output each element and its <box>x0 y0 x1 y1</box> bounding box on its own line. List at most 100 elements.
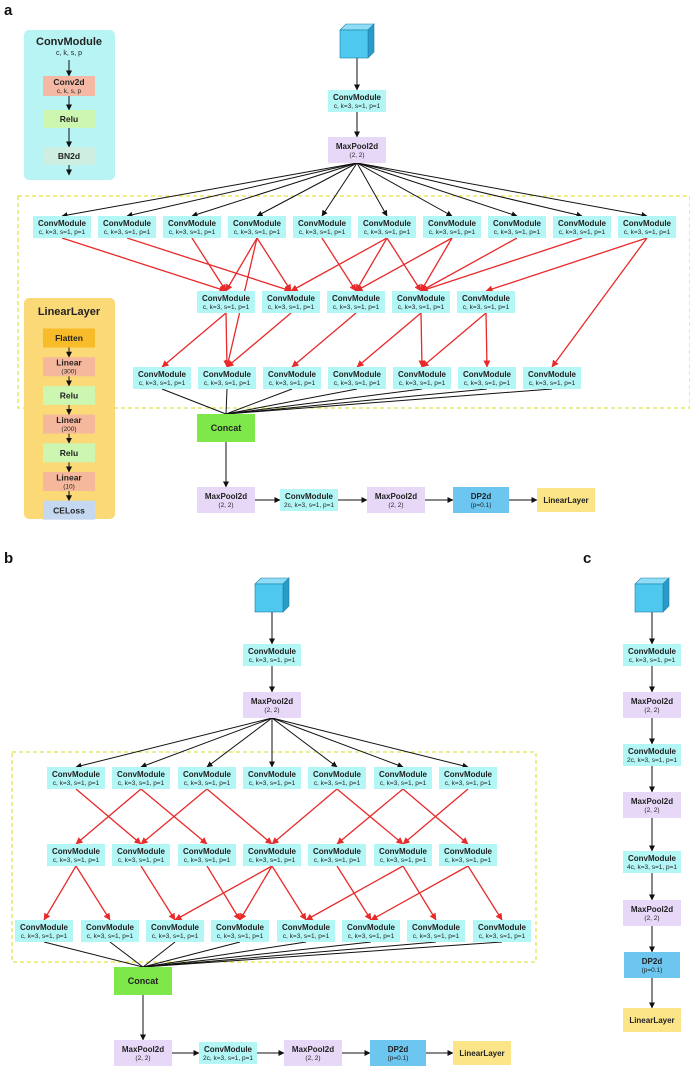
a-edge-l3-concat-2 <box>225 388 293 415</box>
b-branch-l1-3-subtitle: c, k=3, s=1, p=1 <box>249 780 296 787</box>
c-input-cube <box>634 577 670 613</box>
c-conv-1-title: ConvModule <box>628 647 677 656</box>
b-maxpool-1-title: MaxPool2d <box>251 697 293 706</box>
a-red-l1-l2-9 <box>355 237 453 292</box>
b-dropout-title: DP2d <box>388 1045 409 1054</box>
b-input-cube-front <box>254 583 284 613</box>
b-red-l2-l3-6 <box>271 865 307 921</box>
c-maxpool-1-box <box>623 692 681 718</box>
a-branch-l1-0-title: ConvModule <box>38 219 87 228</box>
c-maxpool-1: MaxPool2d(2, 2) <box>623 692 681 718</box>
b-branch-l3-0-box <box>15 920 73 942</box>
b-branch-l1-4-box <box>308 767 366 789</box>
b-branch-l2-4-box <box>308 844 366 866</box>
b-branch-l2-3-title: ConvModule <box>248 847 297 856</box>
a-branch-l1-7-subtitle: c, k=3, s=1, p=1 <box>494 229 541 236</box>
b-branch-l1-3-box <box>243 767 301 789</box>
b-branch-l3-3-subtitle: c, k=3, s=1, p=1 <box>217 933 264 940</box>
a-branch-l1-4-title: ConvModule <box>298 219 347 228</box>
b-branch-l3-5-title: ConvModule <box>347 923 396 932</box>
b-branch-l3-1-subtitle: c, k=3, s=1, p=1 <box>87 933 134 940</box>
a-concat: Concat <box>197 414 255 442</box>
a-branch-l1-3-box <box>228 216 286 238</box>
a-branch-l2-4-subtitle: c, k=3, s=1, p=1 <box>463 304 510 311</box>
a-red-l1-l2-3 <box>225 237 258 292</box>
legend-relu-4-box <box>43 443 95 463</box>
legend-relu: Relu <box>43 110 95 128</box>
b-branch-l2-2-box <box>178 844 236 866</box>
legend-linear-5: Linear(10) <box>43 472 95 491</box>
b-branch-l3-6-box <box>407 920 465 942</box>
a-maxpool-3: MaxPool2d(2, 2) <box>367 487 425 513</box>
b-branch-l3-1-box <box>81 920 139 942</box>
a-maxpool-2-box <box>197 487 255 513</box>
a-linearlayer-title: LinearLayer <box>543 496 588 505</box>
a-maxpool-1: MaxPool2d(2, 2) <box>328 137 386 163</box>
b-branch-l2-5-subtitle: c, k=3, s=1, p=1 <box>380 857 427 864</box>
b-branch-l3-1-title: ConvModule <box>86 923 135 932</box>
a-branch-l3-0-subtitle: c, k=3, s=1, p=1 <box>139 380 186 387</box>
a-branch-l1-9-subtitle: c, k=3, s=1, p=1 <box>624 229 671 236</box>
a-edge-pool-l1-0 <box>61 162 358 218</box>
b-branch-l2-3-subtitle: c, k=3, s=1, p=1 <box>249 857 296 864</box>
b-conv-input-title: ConvModule <box>248 647 297 656</box>
b-edge-l3-concat-5 <box>142 941 372 968</box>
a-branch-l3-5-subtitle: c, k=3, s=1, p=1 <box>464 380 511 387</box>
a-edge-pool-l1-8 <box>356 162 583 218</box>
a-maxpool-1-box <box>328 137 386 163</box>
a-red-l2-l3-1 <box>226 312 292 368</box>
legend-relu-box <box>43 110 95 128</box>
b-edge-pool-l1-1 <box>140 717 273 768</box>
a-branch-l2-1-subtitle: c, k=3, s=1, p=1 <box>268 304 315 311</box>
branch-group-box-b <box>11 751 537 963</box>
c-linearlayer: LinearLayer <box>623 1008 681 1032</box>
c-dropout-title: DP2d <box>642 957 663 966</box>
c-conv-2c-subtitle: 2c, k=3, s=1, p=1 <box>627 757 677 764</box>
b-branch-l3-3-title: ConvModule <box>216 923 265 932</box>
c-linearlayer-box <box>623 1008 681 1032</box>
a-edge-pool-l1-5 <box>356 162 388 217</box>
b-branch-l1-3-title: ConvModule <box>248 770 297 779</box>
c-input-cube-front <box>634 583 664 613</box>
a-edge-pool-l1-6 <box>356 162 453 217</box>
b-branch-l1-4-subtitle: c, k=3, s=1, p=1 <box>314 780 361 787</box>
a-red-l1-l2-10 <box>420 237 453 292</box>
b-branch-l2-0-box <box>47 844 105 866</box>
b-concat: Concat <box>114 967 172 995</box>
linearlayer-legend-title: LinearLayer <box>38 306 101 318</box>
b-maxpool-2-box <box>114 1040 172 1066</box>
a-input-cube-side <box>367 23 375 59</box>
a-linearlayer-box <box>537 488 595 512</box>
c-input-cube-side <box>662 577 670 613</box>
a-branch-l3-2-subtitle: c, k=3, s=1, p=1 <box>269 380 316 387</box>
b-conv-input-subtitle: c, k=3, s=1, p=1 <box>249 657 296 664</box>
a-edge-pool-l1-2 <box>191 162 358 218</box>
legend-linear-5-title: Linear <box>56 473 82 483</box>
b-branch-l2-0-subtitle: c, k=3, s=1, p=1 <box>53 857 100 864</box>
a-conv-input-box <box>328 90 386 112</box>
a-branch-l2-0-title: ConvModule <box>202 294 251 303</box>
b-branch-l2-5-box <box>374 844 432 866</box>
a-branch-l1-7-title: ConvModule <box>493 219 542 228</box>
a-red-l2-l3-7 <box>483 312 491 368</box>
